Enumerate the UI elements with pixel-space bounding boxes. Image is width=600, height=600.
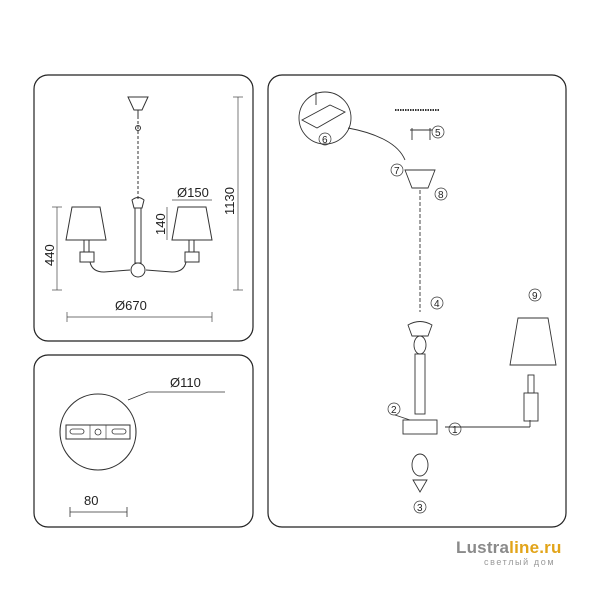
step-3: 3: [417, 503, 423, 514]
assembly-drawing: [298, 91, 557, 493]
base-plate-drawing: [59, 391, 225, 517]
brand-watermark: Lustraline.ru светлый дом: [456, 538, 586, 567]
brand-part1: Lustra: [456, 538, 510, 557]
dimension-lines: [52, 96, 243, 322]
brand-tagline: светлый дом: [484, 557, 556, 567]
height-total-label: 1130: [222, 187, 237, 215]
step-7: 7: [394, 166, 400, 177]
shade-diameter-label: Ø150: [177, 185, 209, 200]
step-8: 8: [438, 190, 444, 201]
plate-width-label: 80: [84, 493, 98, 508]
assembly-panel: [267, 74, 567, 528]
assembly-step-numbers: [318, 125, 542, 514]
brand-part2: line.ru: [509, 538, 562, 557]
step-4: 4: [434, 299, 440, 310]
base-plate-panel: [33, 354, 254, 528]
step-2: 2: [391, 405, 397, 416]
diameter-label: Ø670: [115, 298, 147, 313]
shade-height-label: 140: [153, 213, 168, 235]
height-body-label: 440: [42, 244, 57, 266]
step-6: 6: [322, 135, 328, 146]
dimensions-panel: [33, 74, 254, 342]
step-5: 5: [435, 128, 441, 139]
plate-diameter-label: Ø110: [170, 375, 201, 390]
step-9: 9: [532, 291, 538, 302]
chandelier-drawing: [65, 96, 213, 278]
step-1: 1: [452, 425, 458, 436]
